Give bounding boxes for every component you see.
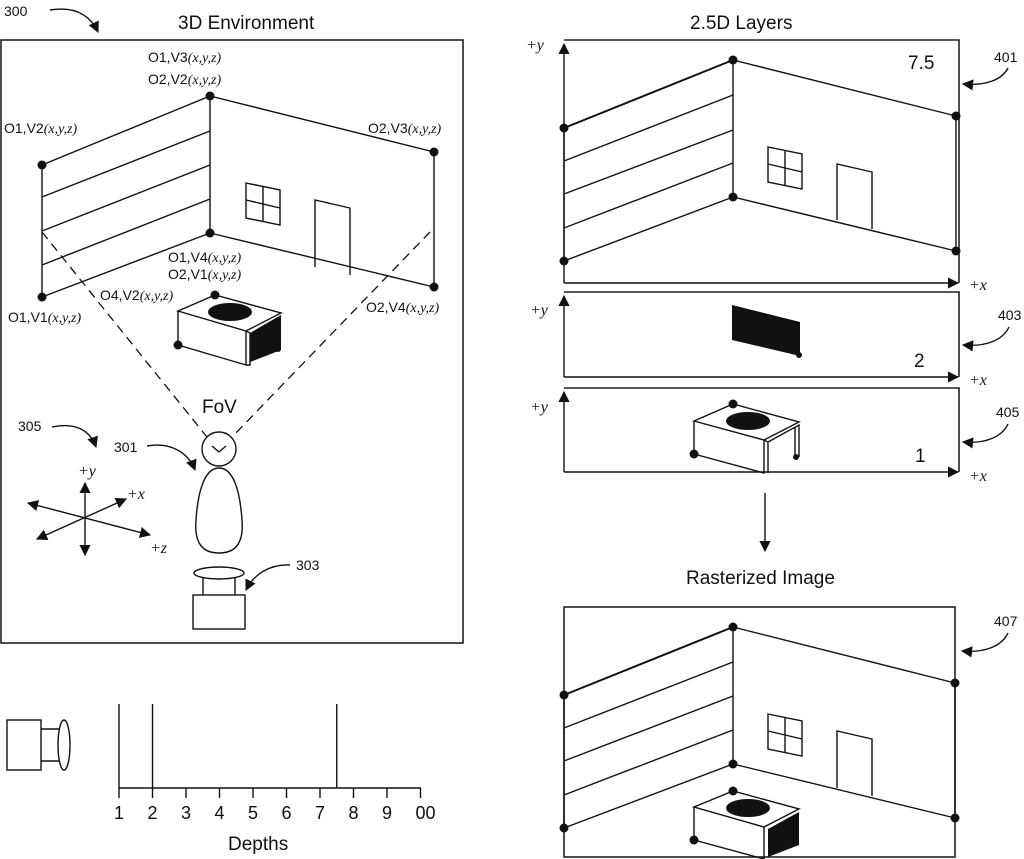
ref-305: 305 xyxy=(18,418,42,434)
depth-tick-label: 8 xyxy=(349,803,359,823)
depth-axis-label: Depths xyxy=(228,834,288,855)
axis-label-x: +x xyxy=(127,486,145,503)
fov-label: FoV xyxy=(202,397,237,418)
layer-403 xyxy=(564,292,959,377)
axis-label-y: +y xyxy=(78,463,97,480)
label-o2-v1: O2,V1(x,y,z) xyxy=(168,266,241,283)
ref-300-arrow-icon xyxy=(50,9,98,32)
axis-label-z: +z xyxy=(150,540,168,557)
label-o1-v4: O1,V4(x,y,z) xyxy=(168,249,241,266)
panel-title-3d: 3D Environment xyxy=(178,13,315,34)
ref-401-arrow-icon xyxy=(963,68,1008,84)
depth-tick-label: 9 xyxy=(382,803,392,823)
ref-305-arrow-icon xyxy=(52,426,96,447)
depth-tick-label: 2 xyxy=(148,803,158,823)
ref-303-arrow-icon xyxy=(246,565,290,590)
window-icon xyxy=(768,147,802,189)
layer-401 xyxy=(560,40,961,283)
table-object-icon xyxy=(174,291,282,366)
layer-401-depth: 7.5 xyxy=(908,53,934,74)
depth-tick-label: 3 xyxy=(181,803,191,823)
window-icon xyxy=(768,714,802,756)
rasterized-title: Rasterized Image xyxy=(686,568,835,589)
layer-405 xyxy=(564,388,959,473)
layer-403-depth: 2 xyxy=(914,351,925,372)
depth-tick-label: 6 xyxy=(282,803,292,823)
ref-403: 403 xyxy=(998,307,1022,323)
window-icon xyxy=(246,183,280,225)
ref-405: 405 xyxy=(996,404,1020,420)
rasterized-image xyxy=(560,607,960,859)
camera-side-icon xyxy=(7,720,70,770)
label-o4-v2: O4,V2(x,y,z) xyxy=(100,287,173,304)
layer-405-axis-y: +y xyxy=(530,399,549,416)
label-o2-v3: O2,V3(x,y,z) xyxy=(368,120,441,137)
ref-301: 301 xyxy=(114,439,138,455)
door-icon xyxy=(315,200,350,275)
ref-401: 401 xyxy=(994,49,1018,65)
layer-405-axis-x: +x xyxy=(969,468,987,485)
panel-3d-environment: 3D Environment 300 O xyxy=(1,3,463,643)
layer-401-axis-x: +x xyxy=(969,277,987,294)
layer-405-depth: 1 xyxy=(915,446,926,467)
panel-title-25d: 2.5D Layers xyxy=(690,13,792,34)
depth-tick-label: 00 xyxy=(416,803,436,823)
depth-scale: 1 2 3 4 5 6 7 8 9 00 Depths xyxy=(7,704,436,855)
ref-407-arrow-icon xyxy=(962,633,1008,651)
layer-403-axis-x: +x xyxy=(969,372,987,389)
label-o1-v2: O1,V2(x,y,z) xyxy=(4,120,77,137)
ref-300: 300 xyxy=(4,3,28,19)
label-o2-v2: O2,V2(x,y,z) xyxy=(148,71,221,88)
label-o2-v4: O2,V4(x,y,z) xyxy=(366,299,439,316)
user-figure-icon xyxy=(196,432,243,553)
label-o1-v3: O1,V3(x,y,z) xyxy=(148,49,221,66)
door-icon xyxy=(837,731,872,796)
depth-tick-label: 5 xyxy=(248,803,258,823)
depth-tick-label: 7 xyxy=(315,803,325,823)
layer-403-axis-y: +y xyxy=(530,302,549,319)
label-o1-v1: O1,V1(x,y,z) xyxy=(8,309,81,326)
panel-25d-layers: 2.5D Layers +y +x 7.5 xyxy=(526,13,1022,859)
ref-407: 407 xyxy=(994,613,1018,629)
panel-object-icon xyxy=(732,305,800,356)
camera-device-icon xyxy=(193,567,245,629)
depth-tick-label: 1 xyxy=(114,803,124,823)
ref-301-arrow-icon xyxy=(147,445,195,470)
ref-405-arrow-icon xyxy=(963,424,1008,442)
depth-tick-label: 4 xyxy=(215,803,225,823)
ref-403-arrow-icon xyxy=(963,327,1009,345)
layer-401-axis-y: +y xyxy=(526,37,545,54)
door-icon xyxy=(837,164,872,229)
ref-303: 303 xyxy=(296,557,320,573)
